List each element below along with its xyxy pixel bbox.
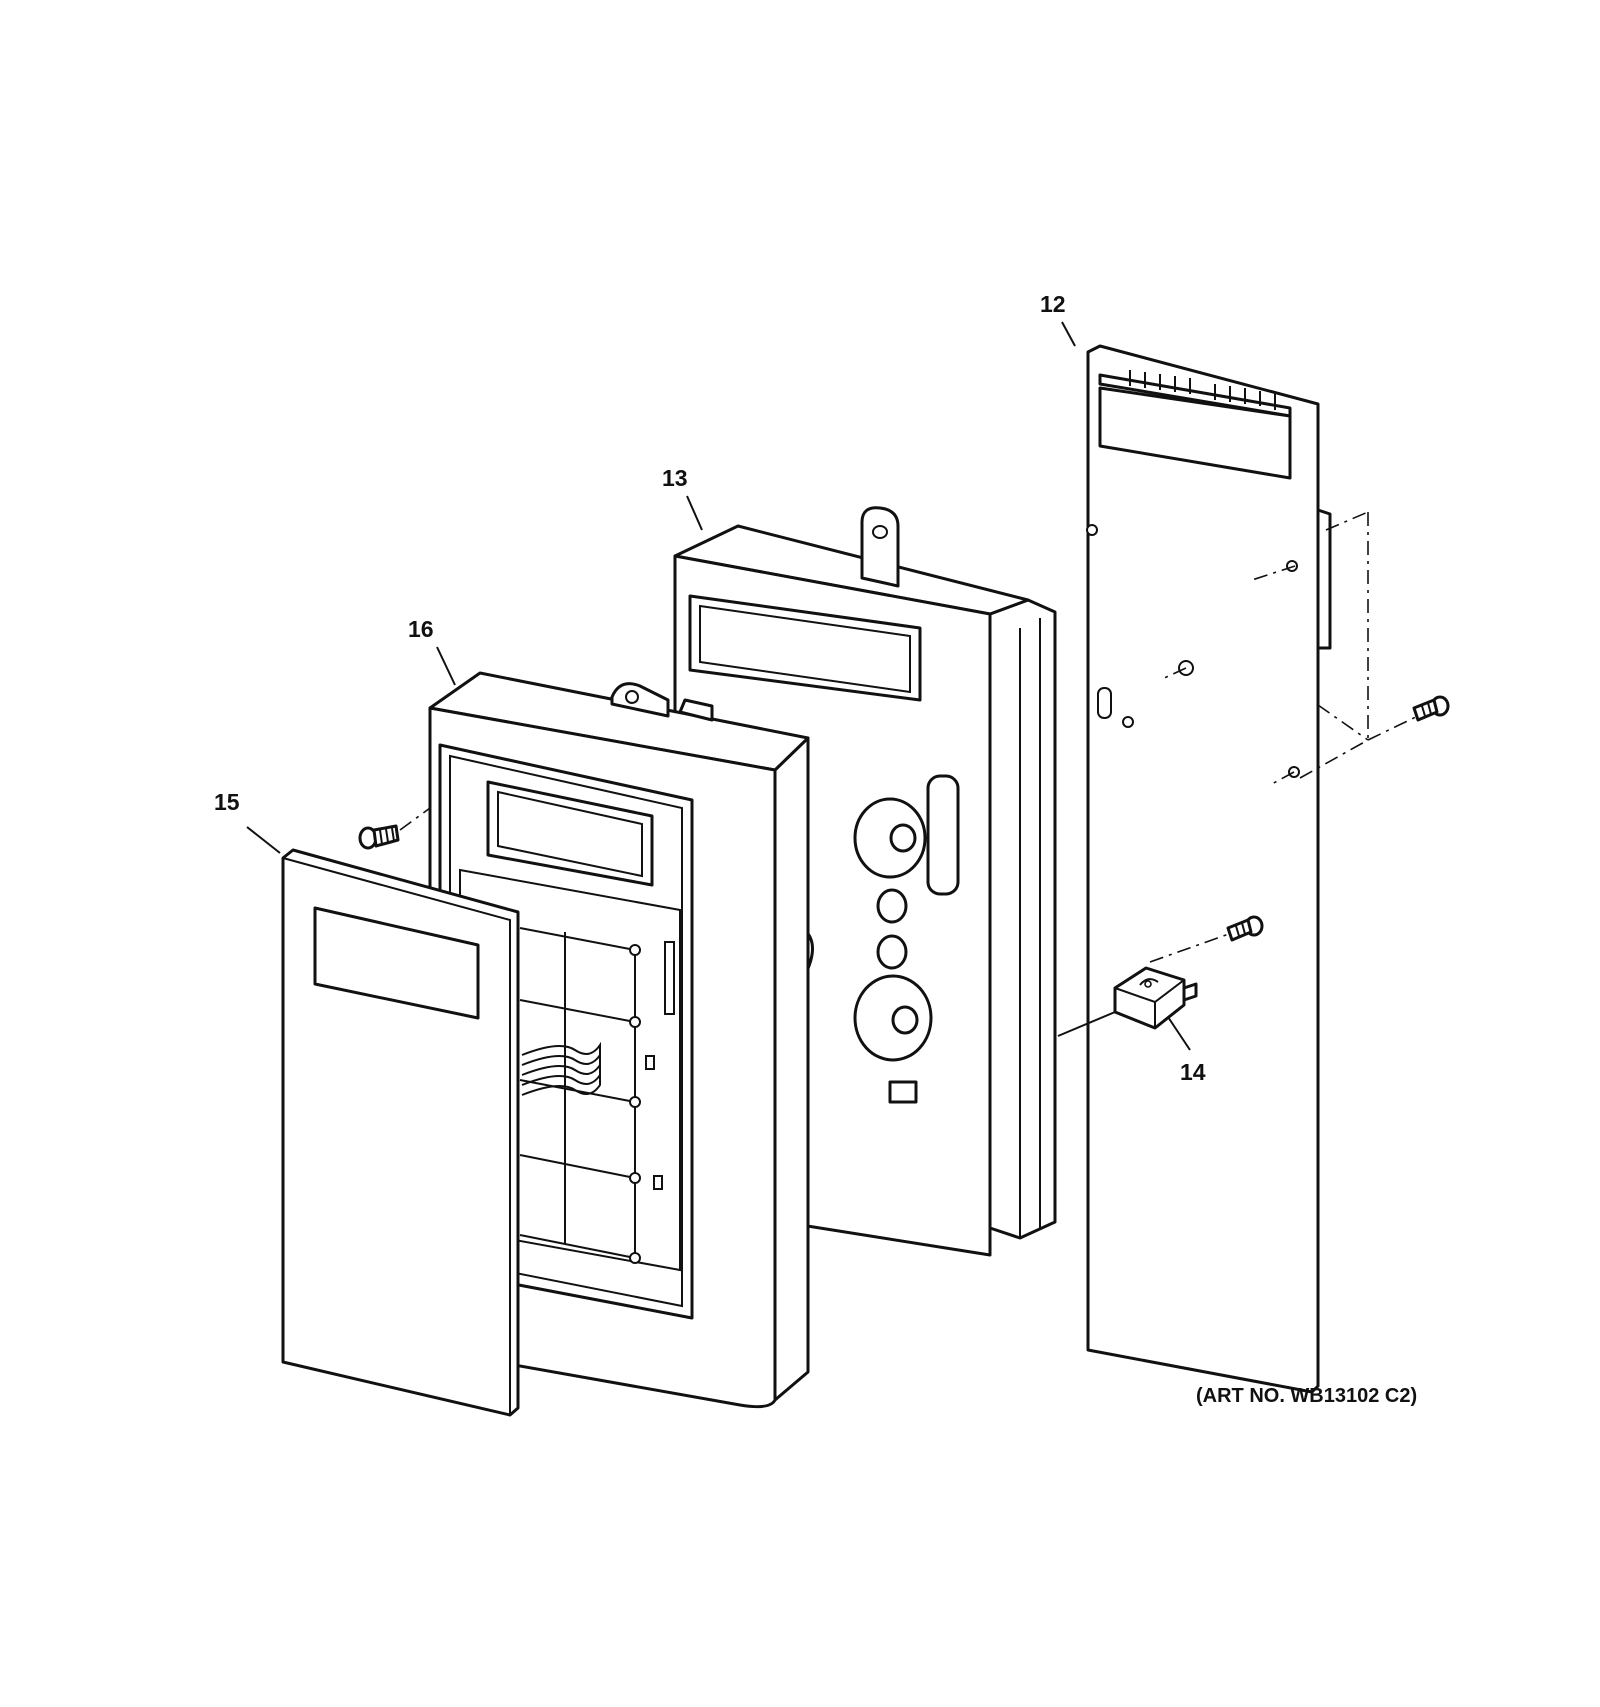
callout-14: 14 (1180, 1059, 1206, 1085)
art-number: (ART NO. WB13102 C2) (1196, 1385, 1417, 1407)
part-12-circuit-board (1086, 344, 1450, 1394)
callout-leaders (246, 321, 1191, 1051)
callout-13: 13 (662, 465, 688, 491)
part-15-faceplate (281, 848, 520, 1417)
screw-icon (1412, 695, 1450, 722)
callout-12: 12 (1040, 291, 1066, 317)
part-14-small-component (1057, 915, 1264, 1037)
callout-15: 15 (214, 789, 240, 815)
screw-icon (358, 807, 431, 850)
screw-icon (1226, 915, 1264, 942)
callout-16: 16 (408, 616, 434, 642)
